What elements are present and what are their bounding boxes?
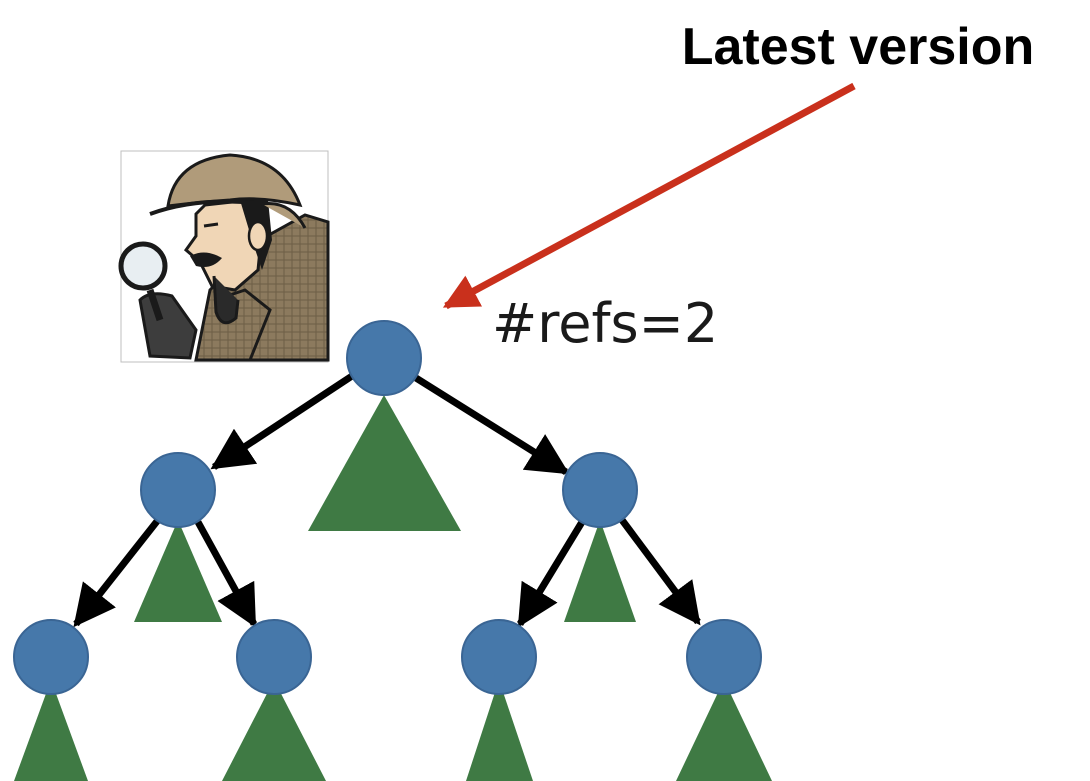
leaf-node-2 (236, 619, 312, 695)
right-child-subtree-triangle (564, 520, 636, 622)
edge-left-leaf1 (73, 517, 161, 628)
leaf-2-subtree-triangle (222, 680, 326, 781)
refs-count-label: #refs=2 (492, 292, 718, 355)
edge-right-leaf4 (619, 517, 701, 626)
edge-right-leaf3 (517, 520, 585, 628)
edge-left-leaf2 (194, 520, 258, 628)
left-child-subtree-triangle (134, 520, 222, 622)
edge-root-left (210, 373, 354, 470)
leaf-node-3 (461, 619, 537, 695)
edge-root-right (414, 375, 570, 475)
root-subtree-triangle (308, 395, 461, 531)
leaf-node-4 (686, 619, 762, 695)
root-node (346, 320, 422, 396)
detective-icon (118, 150, 330, 363)
leaf-node-1 (13, 619, 89, 695)
tree-edges (73, 373, 701, 628)
subtrees (14, 395, 772, 781)
leaf-1-subtree-triangle (14, 680, 88, 781)
leaf-4-subtree-triangle (676, 680, 772, 781)
latest-version-pointer-arrow (442, 82, 856, 310)
right-child-node (562, 452, 638, 528)
tree-nodes (13, 320, 762, 695)
latest-version-label: Latest version (682, 18, 1035, 76)
leaf-3-subtree-triangle (466, 680, 533, 781)
left-child-node (140, 452, 216, 528)
